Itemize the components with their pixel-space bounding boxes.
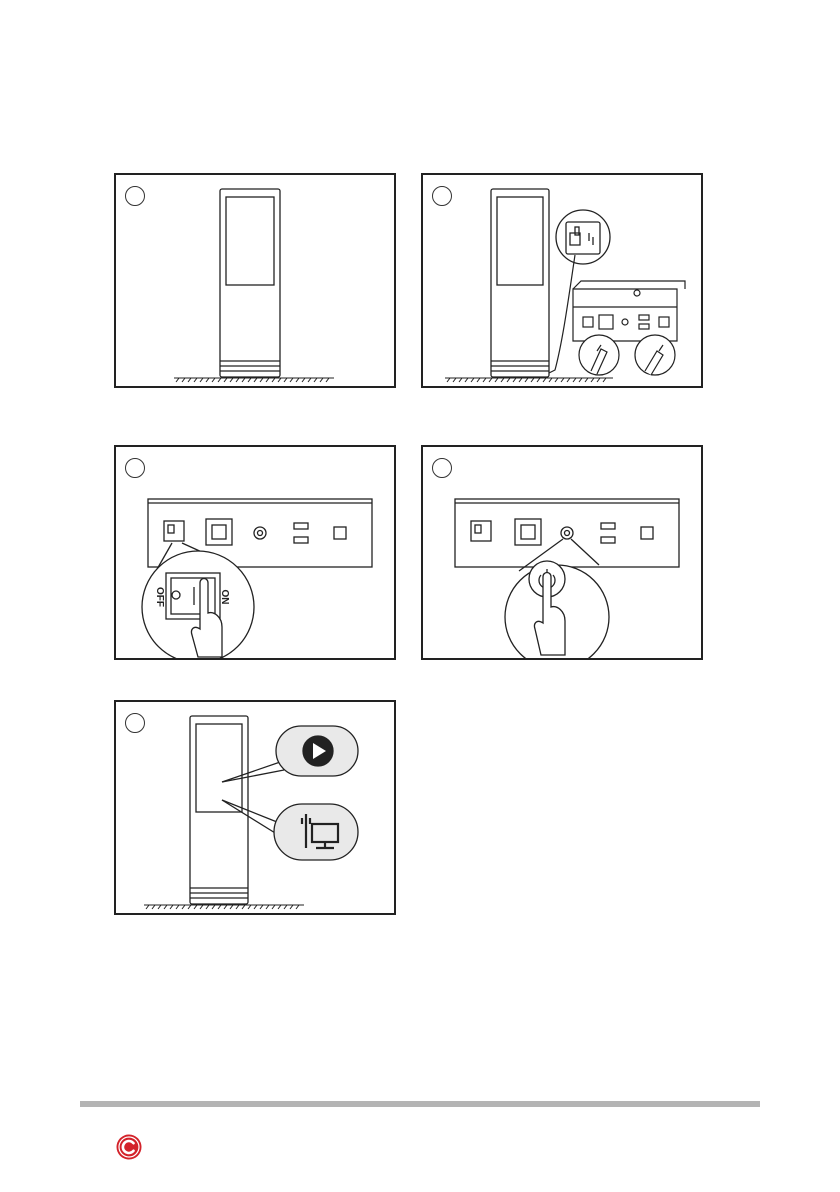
step-number-badge	[125, 458, 145, 478]
rear-io-panel	[573, 281, 685, 341]
step-number-badge	[125, 713, 145, 733]
floor-line	[144, 905, 304, 909]
step-1-panel	[114, 173, 396, 388]
step-2-illustration	[423, 175, 701, 386]
power-cable	[549, 255, 575, 373]
kiosk-stand	[491, 189, 549, 377]
plug-zoom-left	[579, 335, 619, 375]
step-3-illustration: OFF ON	[116, 447, 394, 658]
switch-on-label: ON	[219, 590, 230, 605]
footer-divider	[80, 1101, 760, 1107]
kiosk-stand	[220, 189, 280, 377]
step-4-panel	[421, 445, 703, 660]
rear-io-panel	[455, 499, 679, 567]
step-2-panel	[421, 173, 703, 388]
copyright-logo-icon	[115, 1133, 143, 1161]
step-1-illustration	[116, 175, 394, 386]
step-number-badge	[432, 458, 452, 478]
step-3-panel: OFF ON	[114, 445, 396, 660]
step-5-illustration	[116, 702, 394, 913]
wall-outlet-zoom	[556, 210, 610, 264]
step-5-panel	[114, 700, 396, 915]
step-4-illustration	[423, 447, 701, 658]
step-number-badge	[432, 186, 452, 206]
switch-off-label: OFF	[154, 587, 165, 607]
plug-zoom-right	[635, 335, 675, 375]
floor-line	[174, 378, 334, 382]
floor-line	[445, 378, 613, 382]
step-number-badge	[125, 186, 145, 206]
